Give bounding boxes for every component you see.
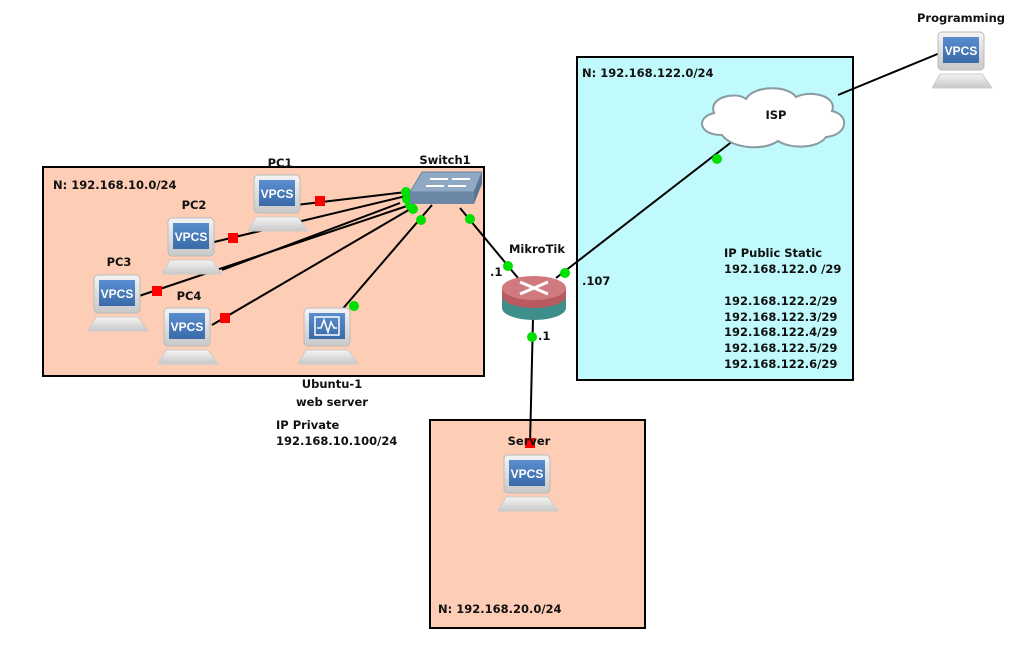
router-node[interactable] [500,274,568,324]
port-up [560,268,570,278]
programming-screen-text: VPCS [945,44,978,58]
port-down [315,196,325,206]
pc2-node[interactable]: VPCS [161,216,226,278]
cloud-icon [701,87,845,149]
pc1-node[interactable]: VPCS [247,173,312,235]
link-isp-programming [837,52,941,96]
server-node[interactable]: VPCS [497,453,562,515]
router-lan-if-label: .1 [490,265,503,279]
vpcs-computer-icon: VPCS [931,31,993,89]
port-up [349,301,359,311]
switch-node[interactable] [408,170,484,208]
public-ip-item: 192.168.122.2/29 [724,294,838,308]
port-up [527,332,537,342]
pc4-screen-text: VPCS [171,320,204,334]
vpcs-computer-icon: VPCS [247,174,309,232]
server-screen-text: VPCS [511,467,544,481]
pc2-label: PC2 [181,198,207,212]
vpcs-computer-icon: VPCS [157,307,219,365]
zone-lan20-label: N: 192.168.20.0/24 [438,602,562,616]
port-up [416,215,426,225]
port-down [228,233,238,243]
pc3-screen-text: VPCS [101,287,134,301]
pc2-screen-text: VPCS [175,230,208,244]
pc3-label: PC3 [106,255,132,269]
zone-lan-192-168-20 [429,419,646,629]
router-server-if-label: .1 [538,329,551,343]
programming-node[interactable]: VPCS [931,30,996,92]
vpcs-computer-icon: VPCS [497,454,559,512]
ubuntu-sublabel: web server [296,395,368,409]
port-down [152,286,162,296]
public-ip-network: 192.168.122.0 /29 [724,262,842,276]
link-pc4-switch [211,207,413,326]
public-ip-item: 192.168.122.4/29 [724,325,838,339]
link-pc1-switch [295,191,407,206]
zone-wan-label: N: 192.168.122.0/24 [582,66,714,80]
port-up [408,204,418,214]
router-wan-if-label: .107 [582,274,611,288]
server-monitor-icon [297,307,359,365]
link-ubuntu-switch [339,204,433,313]
ubuntu-node[interactable] [297,306,362,368]
link-router-isp [555,136,739,279]
switch-label: Switch1 [419,153,471,167]
zone-lan10-label: N: 192.168.10.0/24 [53,178,177,192]
link-pc2-alt [221,202,401,271]
vpcs-computer-icon: VPCS [87,274,149,332]
server-label: Server [507,434,551,448]
pc4-node[interactable]: VPCS [157,306,222,368]
private-ip-value: 192.168.10.100/24 [276,434,398,448]
public-ip-title: IP Public Static [724,246,823,260]
router-label: MikroTik [508,242,566,256]
port-down [525,438,535,448]
port-up [503,261,513,271]
vpcs-computer-icon: VPCS [161,217,223,275]
pc1-screen-text: VPCS [261,187,294,201]
port-down [220,313,230,323]
private-ip-title: IP Private [276,418,340,432]
router-icon [502,276,566,320]
public-ip-item: 192.168.122.6/29 [724,357,838,371]
public-ip-item: 192.168.122.3/29 [724,310,838,324]
programming-label: Programming [917,11,1005,25]
public-ip-item: 192.168.122.5/29 [724,341,838,355]
switch-icon [409,171,483,204]
port-up [465,214,475,224]
ubuntu-label: Ubuntu-1 [301,377,363,391]
pc3-node[interactable]: VPCS [87,273,152,335]
pc1-label: PC1 [267,156,293,170]
link-pc2-switch [209,195,407,244]
isp-node[interactable] [692,83,850,151]
isp-label: ISP [765,108,787,122]
pc4-label: PC4 [176,289,202,303]
port-up [712,154,722,164]
